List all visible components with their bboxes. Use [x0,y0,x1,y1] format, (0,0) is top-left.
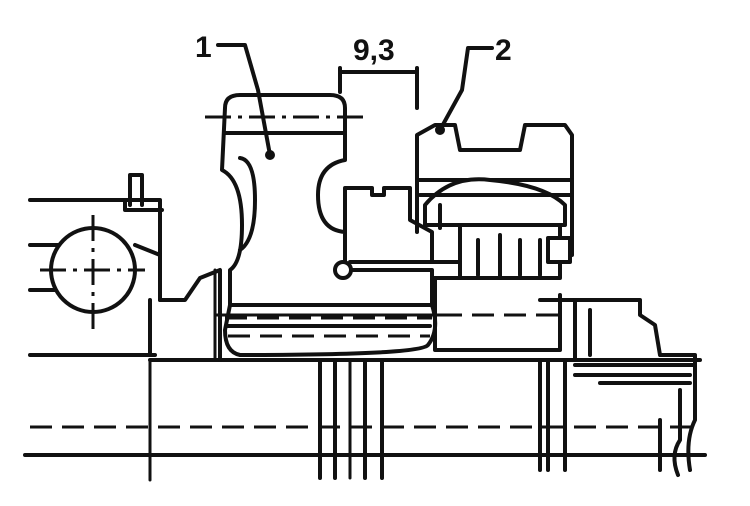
left-roller [40,173,222,362]
spline-lines [213,268,384,480]
part-2-hub [415,123,577,362]
part-1-sleeve [205,93,452,357]
dimension-label: 9,3 [353,34,395,67]
leader-2: 2 [435,34,512,135]
part-1-label: 1 [195,31,212,64]
leader-1: 1 [195,31,275,160]
dimension-9-3: 9,3 [338,34,419,110]
part-2-label: 2 [495,34,512,67]
right-housing [538,298,697,477]
